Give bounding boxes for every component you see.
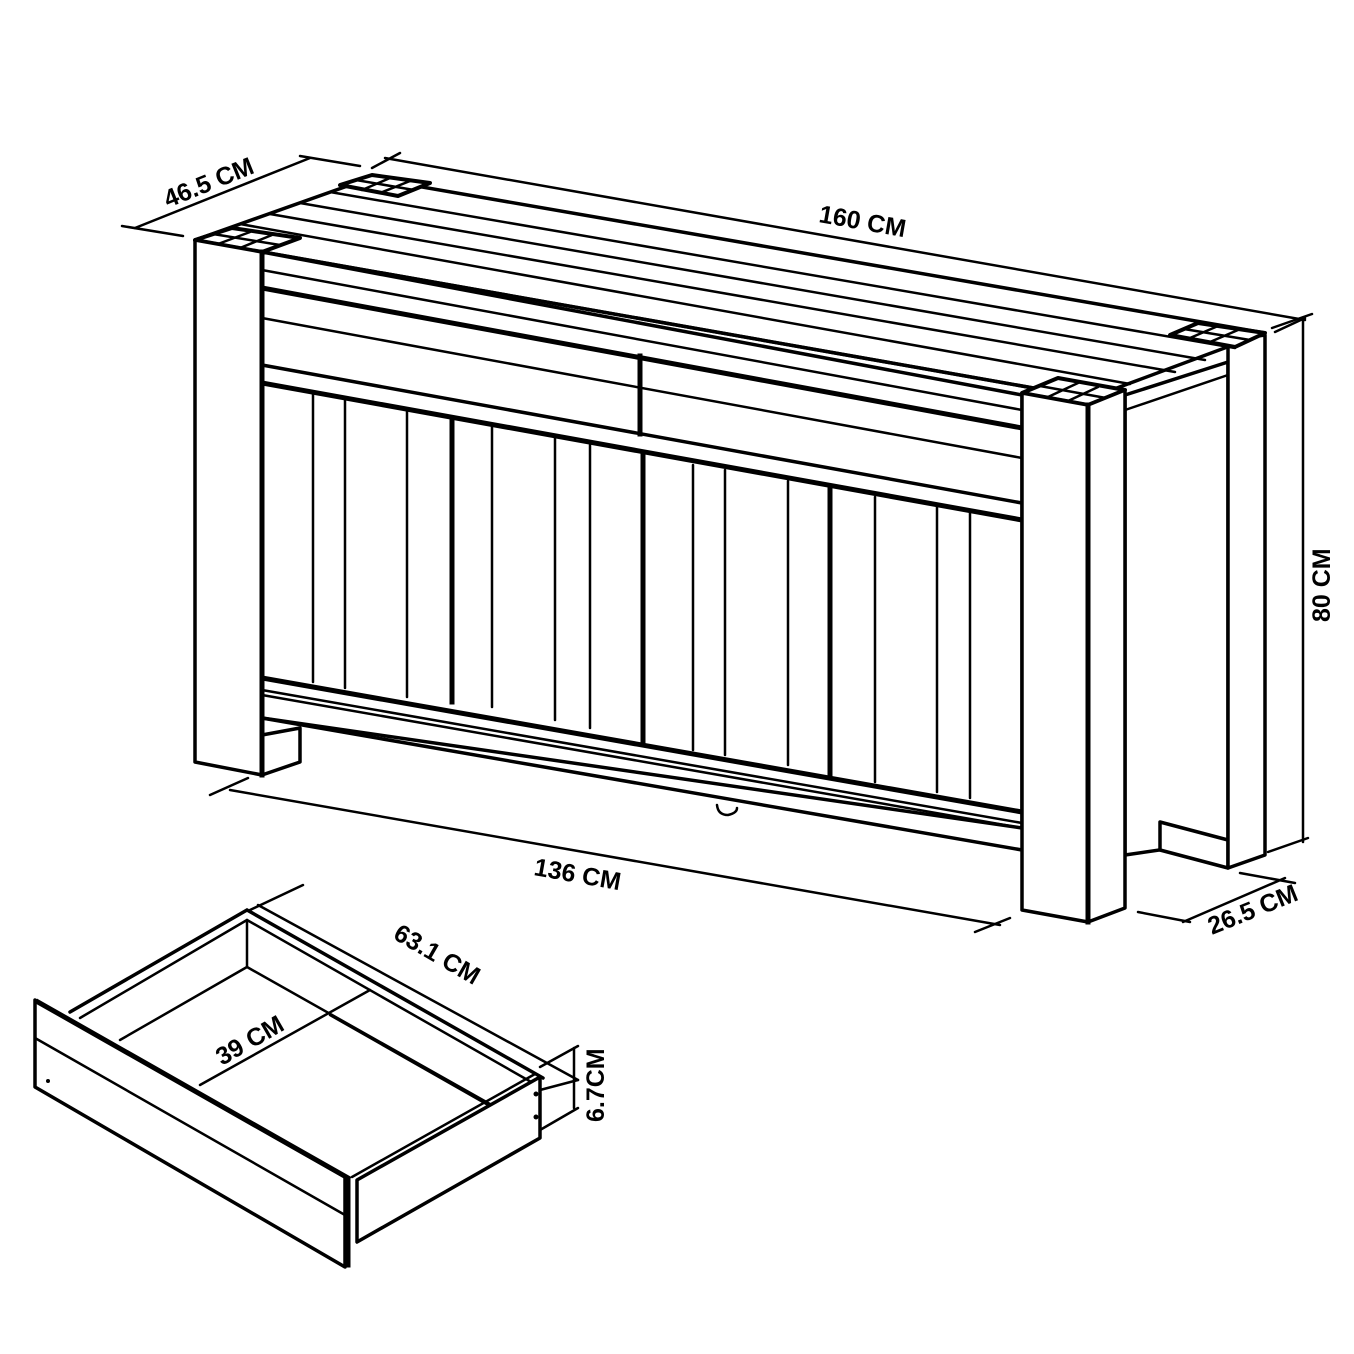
corner-cap-back-right [1168, 321, 1267, 349]
doors [311, 391, 972, 800]
drawer-detail: 63.1 CM 39 CM 6.7CM [33, 883, 610, 1269]
sideboard-front [259, 249, 1025, 852]
drawer-width-line [198, 988, 372, 1087]
dimension-leg-depth: 26.5 CM [1136, 871, 1302, 941]
dimension-drawer-height: 6.7CM [538, 1044, 610, 1132]
inner-width-label: 136 CM [532, 853, 623, 896]
center-foot [715, 803, 739, 817]
leg-depth-label: 26.5 CM [1204, 879, 1302, 940]
drawer-height-label: 6.7CM [582, 1048, 610, 1122]
drawer-width-label: 39 CM [211, 1010, 289, 1071]
sideboard: 46.5 CM 160 CM 80 CM 136 CM [120, 151, 1336, 941]
corner-cap-back-left [338, 173, 432, 198]
drawer-length-label: 63.1 CM [389, 919, 485, 990]
dimension-drawer-length: 63.1 CM [248, 883, 580, 1092]
front-right-leg [1020, 388, 1127, 925]
dimension-drawer-width: 39 CM [211, 1010, 289, 1071]
drawer-row [259, 316, 1025, 523]
dimension-height: 80 CM [1266, 312, 1336, 854]
height-label: 80 CM [1308, 548, 1336, 622]
sideboard-right-side [1123, 333, 1267, 870]
front-left-leg [193, 238, 302, 778]
depth-label: 46.5 CM [160, 152, 258, 213]
